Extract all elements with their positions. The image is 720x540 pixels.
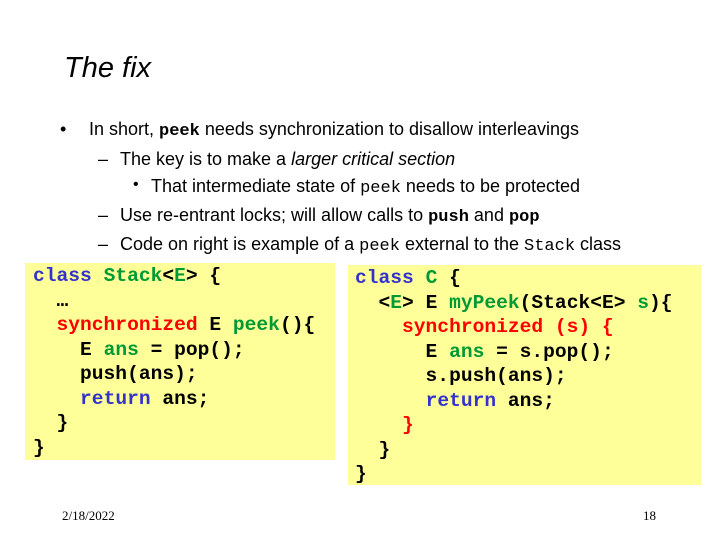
code-token: class <box>33 265 104 287</box>
code-token: } <box>33 436 45 459</box>
code-token: ans; <box>496 389 555 412</box>
bullet-dash: – <box>98 205 109 225</box>
code-token: ){ <box>649 291 673 314</box>
code-peek: peek <box>159 122 200 141</box>
bullet-3: That intermediate state of peek needs to… <box>151 176 580 198</box>
code-token: Stack <box>103 265 163 287</box>
code-token: s <box>637 291 650 314</box>
code-peek: peek <box>360 179 401 198</box>
text: needs synchronization to disallow interl… <box>199 119 580 139</box>
footer-date: 2/18/2022 <box>62 508 115 523</box>
code-line: } <box>33 436 315 461</box>
code-token: synchronized <box>33 314 210 336</box>
code-block-mypeek: class C { <E> E myPeek(Stack<E> s){ sync… <box>355 266 673 487</box>
code-token: > { <box>185 265 222 287</box>
code-token: s.push(ans); <box>355 365 567 387</box>
code-token: synchronized (s) { <box>355 316 614 338</box>
code-block-stack: class Stack<E> { … synchronized E peek()… <box>33 264 315 460</box>
code-token: return <box>425 389 497 412</box>
code-token: E <box>33 338 104 361</box>
emphasis: larger critical section <box>291 149 456 169</box>
code-pop: pop <box>508 208 540 227</box>
code-line: } <box>355 462 673 487</box>
code-line: s.push(ans); <box>355 364 673 389</box>
code-line: synchronized (s) { <box>355 315 673 340</box>
bullet-dot: • <box>60 119 67 139</box>
code-token: } <box>355 438 391 461</box>
code-push: push <box>428 208 469 227</box>
code-line: } <box>355 413 673 438</box>
code-line: class Stack<E> { <box>33 264 315 289</box>
code-token: ans <box>103 338 139 361</box>
code-token: ans; <box>150 387 210 410</box>
bullet-dot: • <box>133 176 139 193</box>
code-token: } <box>355 414 414 436</box>
code-token: < <box>355 291 391 314</box>
text: external to the <box>399 234 525 254</box>
code-token: peek <box>232 314 280 336</box>
bullet-2: The key is to make a larger critical sec… <box>120 149 455 170</box>
code-token: } <box>355 463 367 485</box>
code-peek: peek <box>359 237 400 256</box>
code-token: class <box>355 267 426 289</box>
code-stack: Stack <box>524 237 576 256</box>
code-line: } <box>33 411 315 436</box>
code-token: E <box>174 265 186 287</box>
bullet-5: Code on right is example of a peek exter… <box>120 234 621 256</box>
code-line: return ans; <box>33 387 315 412</box>
bullet-dash: – <box>98 234 109 254</box>
code-token: { <box>437 267 461 289</box>
text: Code on right is example of a <box>120 234 360 254</box>
code-token: C <box>425 267 438 289</box>
code-line: … <box>33 289 315 314</box>
text: The key is to make a <box>120 149 292 169</box>
text: That intermediate state of <box>151 176 361 196</box>
code-token: < <box>162 265 175 287</box>
code-token: E <box>209 314 233 336</box>
code-line: E ans = pop(); <box>33 338 315 363</box>
code-line: E ans = s.pop(); <box>355 340 673 365</box>
code-token: = pop(); <box>138 338 245 361</box>
text: Use re-entrant locks; will allow calls t… <box>120 205 429 225</box>
code-token: ans <box>449 340 485 363</box>
text: and <box>468 205 509 225</box>
code-line: <E> E myPeek(Stack<E> s){ <box>355 291 673 316</box>
code-token: return <box>80 387 151 410</box>
bullet-1: In short, peek needs synchronization to … <box>89 119 579 141</box>
code-token: = s.pop(); <box>484 340 614 363</box>
code-token: push(ans); <box>33 363 198 385</box>
code-line: push(ans); <box>33 362 315 387</box>
code-token: > E <box>402 291 450 314</box>
code-token: (){ <box>279 314 316 336</box>
bullet-dash: – <box>98 149 109 169</box>
code-token: E <box>355 340 450 363</box>
text: class <box>575 234 622 254</box>
code-line: return ans; <box>355 389 673 414</box>
page-number: 18 <box>643 508 656 523</box>
code-token: } <box>33 412 69 434</box>
code-token: myPeek <box>449 291 520 314</box>
code-line: } <box>355 438 673 463</box>
code-box-left: class Stack<E> { … synchronized E peek()… <box>25 263 335 460</box>
code-token: … <box>33 289 69 312</box>
code-line: synchronized E peek(){ <box>33 313 316 338</box>
text: In short, <box>89 119 160 139</box>
bullet-4: Use re-entrant locks; will allow calls t… <box>120 205 540 227</box>
code-line: class C { <box>355 266 673 291</box>
code-token <box>33 388 80 410</box>
code-token <box>355 390 426 412</box>
code-token: (Stack<E> <box>519 291 638 314</box>
code-token: E <box>390 291 403 314</box>
slide-title: The fix <box>64 52 152 84</box>
code-box-right: class C { <E> E myPeek(Stack<E> s){ sync… <box>348 265 701 485</box>
text: needs to be protected <box>400 176 581 196</box>
